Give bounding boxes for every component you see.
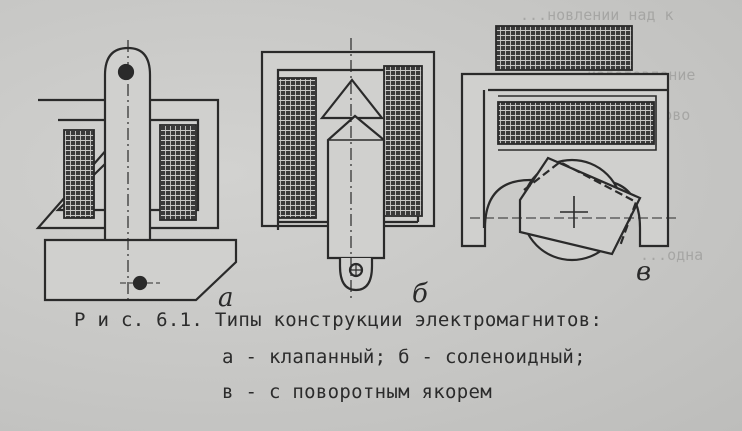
coil-middle-c [497, 101, 655, 145]
label-c: в [636, 257, 651, 287]
figure-b-solenoid [260, 38, 436, 300]
label-b: б [412, 279, 428, 309]
svg-text:...одна: ...одна [640, 246, 703, 264]
svg-text:...новлении над к: ...новлении над к [520, 6, 674, 24]
label-a: а [218, 283, 234, 313]
caption-line-3: в - с поворотным якорем [222, 381, 492, 403]
coil-left-b [277, 77, 317, 219]
coil-top-c [495, 25, 633, 71]
caption-line-1: Р и с. 6.1. Типы конструкции электромагн… [74, 309, 603, 331]
figure-c-rotary [460, 25, 680, 262]
caption-line-2: а - клапанный; б - соленоидный; [222, 346, 586, 368]
figure-a-valve [35, 40, 238, 302]
coil-right-a [159, 124, 197, 221]
coil-right-b [383, 65, 423, 217]
coil-left-a [63, 129, 95, 219]
